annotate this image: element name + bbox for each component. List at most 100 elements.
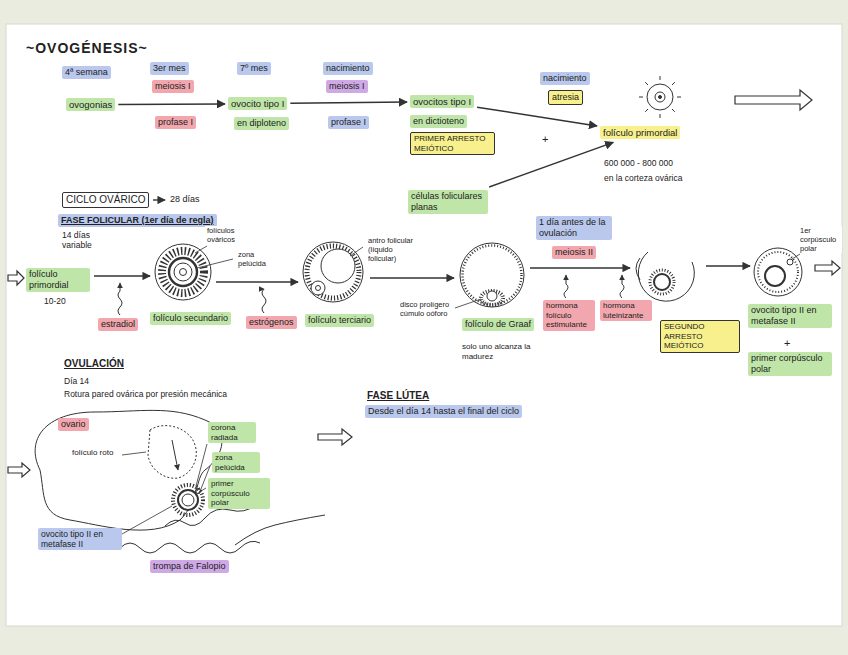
hormone-squiggle (564, 275, 568, 298)
tertiary-follicle (311, 281, 325, 295)
stage-text: folículo terciario (308, 315, 371, 326)
note-label: antro folicular (líquido folicular) (366, 236, 424, 263)
secondary-follicle (197, 259, 233, 268)
stage-box: estrógenos (246, 316, 297, 329)
note-label: folículo roto (70, 448, 115, 458)
oocyte-ii-figure (765, 266, 785, 286)
stage-text: ovocito tipo I (231, 98, 284, 109)
stage-text: células foliculares planas (411, 191, 485, 213)
stage-text: corona radiada (211, 423, 253, 442)
stage-box: 4ª semana (62, 66, 111, 79)
stage-arrow (153, 199, 165, 200)
hormone-squiggle (118, 283, 122, 315)
sun-follicle-symbol (655, 92, 665, 102)
graaf-follicle (455, 243, 524, 308)
hollow-arrow (815, 261, 840, 275)
note-label: 1er corpúsculo polar (798, 226, 842, 253)
meiosis-ii-follicle (654, 274, 670, 290)
hormone-squiggle (620, 275, 624, 298)
tertiary-follicle (350, 247, 363, 256)
stage-box: folículo primordial (26, 268, 90, 292)
stage-box: primer corpúsculo polar (208, 478, 270, 509)
stage-text: folículo primordial (29, 269, 87, 291)
stage-box: 1 día antes de la ovulación (536, 216, 612, 240)
stage-text: nacimiento (326, 63, 370, 74)
stage-text: SEGUNDO ARRESTO MEIÓTICO (664, 322, 736, 351)
stage-text: Desde el día 14 hasta el final del ciclo (368, 406, 519, 417)
ovulated-oocyte (196, 444, 207, 486)
stage-text: ovocitos tipo I (413, 96, 471, 107)
stage-text: 3er mes (153, 63, 186, 74)
stage-text: 7º mes (240, 63, 268, 74)
tertiary-follicle (303, 242, 363, 302)
stage-box: ovario (58, 418, 89, 431)
stage-box: meiosis I (326, 80, 368, 93)
stage-box: ovocito tipo II en metafase II (748, 304, 832, 328)
note-label: Día 14 (62, 376, 91, 386)
stage-box: primer corpúsculo polar (748, 352, 832, 376)
stage-box: células foliculares planas (408, 190, 488, 214)
sun-follicle-symbol (639, 76, 681, 118)
stage-text: folículo primordial (603, 127, 677, 138)
tertiary-follicle (321, 249, 355, 283)
stage-box: folículo de Graaf (462, 318, 534, 331)
graaf-follicle (460, 243, 524, 307)
note-label: 600 000 - 800 000 (602, 158, 675, 168)
note-label: + (782, 337, 792, 350)
stage-box: folículo terciario (305, 314, 374, 327)
ovary-drawing (35, 410, 222, 530)
secondary-follicle (174, 263, 192, 281)
stage-box: nacimiento (540, 72, 590, 85)
stage-text: CICLO OVÁRICO (66, 194, 145, 206)
stage-box: FASE FOLICULAR (1er día de regla) (58, 214, 217, 227)
note-label: zona pelúcida (236, 250, 278, 268)
secondary-follicle (162, 251, 204, 293)
ovulated-oocyte (173, 485, 203, 515)
stage-text: estrógenos (249, 317, 294, 328)
tertiary-follicle (316, 286, 321, 291)
stage-text: trompa de Falopio (153, 561, 226, 572)
note-label: 10-20 (42, 296, 68, 306)
graaf-follicle (487, 291, 497, 301)
stage-box: PRIMER ARRESTO MEIÓTICO (410, 132, 495, 155)
stage-text: profase I (331, 117, 366, 128)
ovulated-oocyte (122, 444, 210, 534)
stage-box: Desde el día 14 hasta el final del ciclo (365, 405, 522, 418)
note-label: + (540, 133, 550, 146)
stage-text: PRIMER ARRESTO MEIÓTICO (414, 134, 491, 153)
stage-box: en dictioteno (410, 115, 467, 128)
stage-text: hormona folículo estimulante (546, 301, 592, 330)
ovary-drawing (172, 440, 178, 470)
meiosis-ii-follicle (636, 258, 640, 280)
oocyte-ii-figure (754, 248, 802, 296)
stage-box: hormona folículo estimulante (543, 300, 595, 331)
note-label: 14 días variable (60, 230, 108, 250)
stage-box: nacimiento (323, 62, 373, 75)
note-label: solo uno alcanza la madurez (460, 342, 538, 361)
sun-follicle-symbol (639, 76, 681, 118)
note-label: Rotura pared ovárica por presión mecánic… (62, 389, 229, 399)
stage-text: ovocito tipo II en metafase II (751, 305, 829, 327)
hollow-arrow (735, 90, 812, 110)
stage-arrow (216, 281, 298, 282)
stage-text: en diploteno (237, 118, 286, 129)
oocyte-ii-figure (758, 252, 798, 292)
stage-arrow (118, 103, 225, 105)
sun-follicle-symbol (659, 96, 662, 99)
stage-text: profase I (158, 117, 193, 128)
stage-arrow (530, 267, 630, 268)
stage-box: 3er mes (150, 62, 189, 75)
stage-box: zona pelúcida (212, 452, 260, 473)
secondary-follicle (155, 244, 233, 300)
stage-box: folículo primordial (600, 126, 680, 139)
graaf-follicle (463, 246, 522, 305)
stage-box: ovocito tipo I (228, 97, 287, 110)
stage-text: en dictioteno (413, 116, 464, 127)
stage-text: ovario (61, 419, 86, 430)
stage-text: meiosis I (155, 81, 191, 92)
stage-text: FASE FOLICULAR (1er día de regla) (61, 215, 214, 226)
note-label: folículos ováricos (205, 226, 253, 244)
stage-text: zona pelúcida (215, 453, 257, 472)
stage-text: primer corpúsculo polar (211, 479, 267, 508)
